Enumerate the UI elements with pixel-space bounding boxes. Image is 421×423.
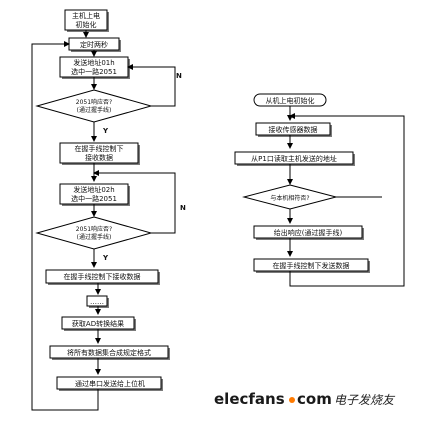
watermark-logo-b: com [297,390,332,408]
slave-sensor-label: 接收传感器数据 [269,125,318,134]
master-decision2-line2: (通过握手线) [77,233,112,241]
master-timer-label: 定时两秒 [80,40,108,49]
slave-read-addr-node: 从P1口读取主机发送的地址 [234,151,355,166]
master-ad-node: 获取AD转换结果 [61,316,136,331]
watermark: elecfans com 电子发烧友 [214,390,396,408]
master-timer-node: 定时两秒 [68,37,121,52]
master-decision1-line2: (通过握手线) [77,106,112,114]
slave-respond-label: 给出响应(通过握手线) [274,228,343,237]
edge-dec2-no-loop [93,170,176,234]
master-send2-line2: 选中一路2051 [71,194,117,203]
master-decision2-line1: 2051响应否? [76,225,112,233]
master-recv1-node: 在握手线控制下 接收数据 [59,142,140,165]
master-recv2-node: 在握手线控制下接收数据 [45,269,160,285]
master-send1-line2: 选中一路2051 [71,67,117,76]
master-upload-node: 通过串口发送给上位机 [56,376,163,391]
master-ellipsis-node: …… [86,295,109,308]
watermark-dot [289,397,295,403]
master-recv1-line2: 接收数据 [85,153,113,162]
slave-send-node: 在握手线控制下发送数据 [253,258,370,273]
master-decision2-node: 2051响应否? (通过握手线) [35,216,153,250]
slave-decision-label: 与本机相符否? [270,194,309,202]
edge-main-loop [31,41,99,411]
master-ellipsis-label: …… [90,298,104,306]
master-pack-label: 将所有数据集合成规定格式 [67,348,151,357]
slave-sensor-node: 接收传感器数据 [255,122,332,137]
slave-read-addr-label: 从P1口读取主机发送的地址 [251,154,337,163]
master-send2-node: 发送地址02h 选中一路2051 [59,183,130,206]
master-start-line1: 主机上电 [72,11,100,20]
watermark-cn: 电子发烧友 [334,393,396,407]
master-decision1-no: N [176,72,182,80]
master-decision1-line1: 2051响应否? [76,98,112,106]
edge-slave-loop [289,113,405,287]
master-recv1-line1: 在握手线控制下 [75,144,124,153]
master-upload-label: 通过串口发送给上位机 [75,379,145,388]
master-decision2-yes: Y [102,254,109,262]
master-start-line2: 初始化 [76,20,97,29]
master-decision1-yes: Y [102,127,109,135]
master-send1-node: 发送地址01h 选中一路2051 [59,56,130,79]
slave-decision-node: 与本机相符否? [242,184,338,210]
master-ad-label: 获取AD转换结果 [72,319,124,328]
master-send2-line1: 发送地址02h [73,185,114,194]
slave-start-label: 从机上电初始化 [266,96,315,105]
slave-start-node: 从机上电初始化 [253,93,327,107]
watermark-logo-a: elecfans [214,390,285,408]
slave-respond-node: 给出响应(通过握手线) [253,225,364,240]
master-start-node: 主机上电 初始化 [64,9,109,32]
master-decision1-node: 2051响应否? (通过握手线) [35,89,153,123]
master-recv2-label: 在握手线控制下接收数据 [64,272,141,281]
master-decision2-no: N [180,204,186,212]
master-pack-node: 将所有数据集合成规定格式 [49,345,170,360]
master-send1-line1: 发送地址01h [73,58,114,67]
edge-dec1-no-loop [127,64,176,107]
slave-send-label: 在握手线控制下发送数据 [273,261,350,270]
